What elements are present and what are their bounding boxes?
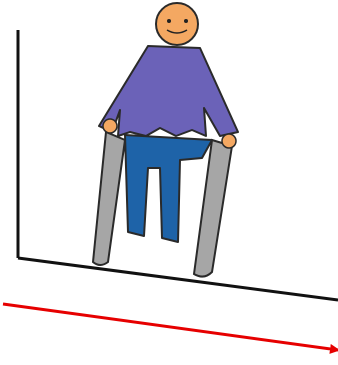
floor-line — [18, 258, 338, 300]
left-crutch — [93, 132, 125, 265]
direction-arrow — [3, 304, 338, 350]
left-eye — [167, 19, 171, 23]
right-hand — [222, 134, 236, 148]
right-crutch — [194, 140, 232, 277]
pants — [125, 135, 212, 242]
left-hand — [103, 119, 117, 133]
head — [156, 3, 198, 45]
shirt — [99, 46, 238, 136]
right-eye — [184, 19, 188, 23]
